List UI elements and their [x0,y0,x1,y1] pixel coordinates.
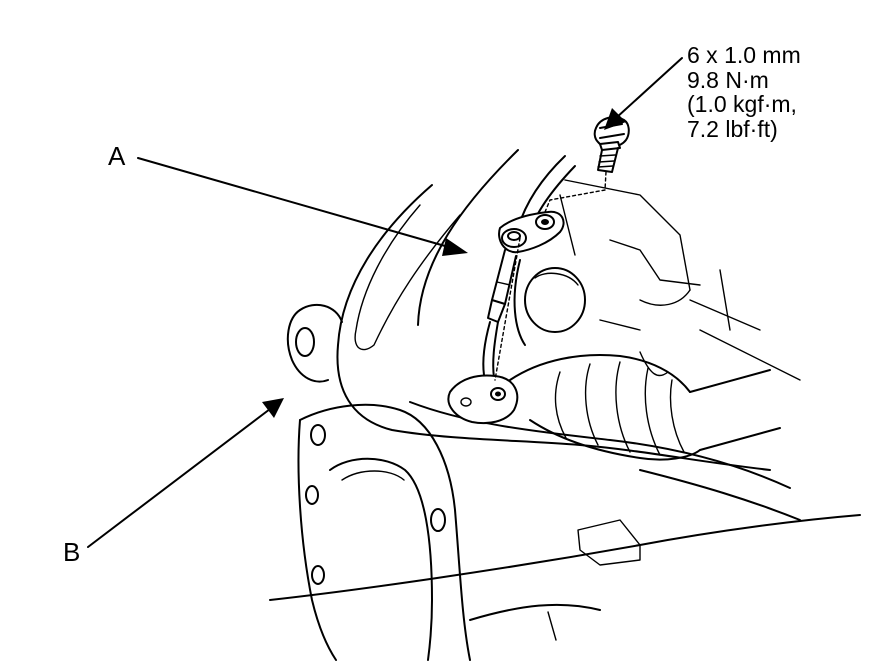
fastener-spec-block: 6 x 1.0 mm 9.8 N·m (1.0 kgf·m, 7.2 lbf·f… [687,43,801,141]
torque-kgf: (1.0 kgf·m, [687,91,797,117]
steering-knuckle [269,303,861,661]
upper-control-arm [336,149,801,521]
ball-joint-area [513,179,801,566]
callout-label-a: A [108,141,126,171]
arrowhead-b [262,398,284,418]
arrowhead-a [442,238,468,256]
callout-label-b: B [63,537,81,567]
drive-shaft-boot [509,351,781,461]
flange-bolt [544,116,630,213]
fastener-size: 6 x 1.0 mm [687,42,801,68]
leader-arrows [87,57,683,548]
sensor-wire-a [447,155,576,425]
leader-line-spec [615,57,683,119]
leader-line-b [87,408,271,548]
torque-lbf: 7.2 lbf·ft) [687,115,778,142]
torque-nm: 9.8 N·m [687,66,769,93]
leader-line-a [137,157,453,249]
arrowhead-spec [604,108,626,130]
